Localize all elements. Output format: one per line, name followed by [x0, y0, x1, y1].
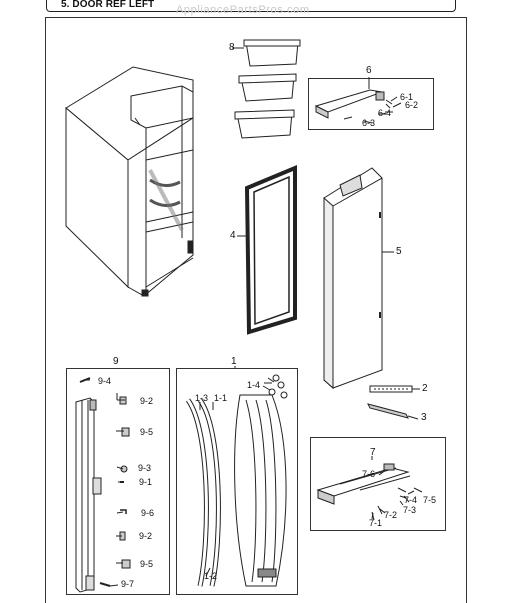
callout-6-2: 6-2 [405, 100, 419, 110]
hinge-bracket-drawing [314, 77, 393, 120]
leader-lines [83, 47, 423, 587]
callout-7-6: 7-6 [362, 469, 376, 479]
section-title: 5. DOOR REF LEFT [61, 0, 155, 10]
callout-9-3: 9-3 [138, 463, 152, 473]
callout-7-1: 7-1 [369, 518, 383, 528]
callout-6-3: 6-3 [362, 118, 376, 128]
callout-7-2: 7-2 [384, 510, 398, 520]
callout-7-3: 7-3 [403, 505, 417, 515]
cabinet-drawing [65, 66, 194, 297]
box-part-1 [176, 368, 298, 595]
callout-9-1: 9-1 [139, 477, 153, 487]
callout-9-2-top: 9-2 [140, 396, 154, 406]
callout-7: 7 [370, 447, 376, 458]
callout-4: 4 [230, 230, 236, 241]
callout-6-4: 6-4 [378, 108, 392, 118]
callout-9-5-top: 9-5 [140, 427, 154, 437]
callout-6-1: 6-1 [400, 92, 414, 102]
callout-5: 5 [396, 246, 402, 257]
watermark: AppliancePartsPros.com [176, 4, 310, 16]
callout-9-7: 9-7 [121, 579, 135, 589]
callout-2: 2 [422, 383, 428, 394]
box-part-6 [308, 78, 434, 130]
door-bin-drawings [232, 39, 301, 139]
section-title-tab [46, 0, 456, 12]
callout-9-2-bottom: 9-2 [139, 531, 153, 541]
callout-6: 6 [366, 65, 372, 76]
callout-1-4: 1-4 [247, 380, 261, 390]
box-part-9 [66, 368, 170, 595]
callout-7-4: 7-4 [404, 495, 418, 505]
callout-9-4: 9-4 [98, 376, 112, 386]
callout-1: 1 [231, 356, 237, 367]
part-9-drawing [75, 377, 131, 593]
callout-9-6: 9-6 [141, 508, 155, 518]
part-2-3-drawing [367, 385, 420, 420]
box-part-7 [310, 437, 446, 531]
callout-1-2: 1-2 [204, 571, 218, 581]
callout-9-5-bottom: 9-5 [140, 559, 154, 569]
callout-7-5: 7-5 [423, 495, 437, 505]
callout-9: 9 [113, 356, 119, 367]
diagram-frame [45, 17, 467, 603]
callout-1-1: 1-1 [214, 393, 228, 403]
door-panel-drawing [323, 167, 394, 390]
callout-8: 8 [229, 42, 235, 53]
callout-3: 3 [421, 412, 427, 423]
part-1-drawing [185, 366, 288, 587]
callout-1-3: 1-3 [195, 393, 209, 403]
door-gasket-drawing [237, 165, 297, 335]
part-7-drawing [316, 456, 415, 521]
